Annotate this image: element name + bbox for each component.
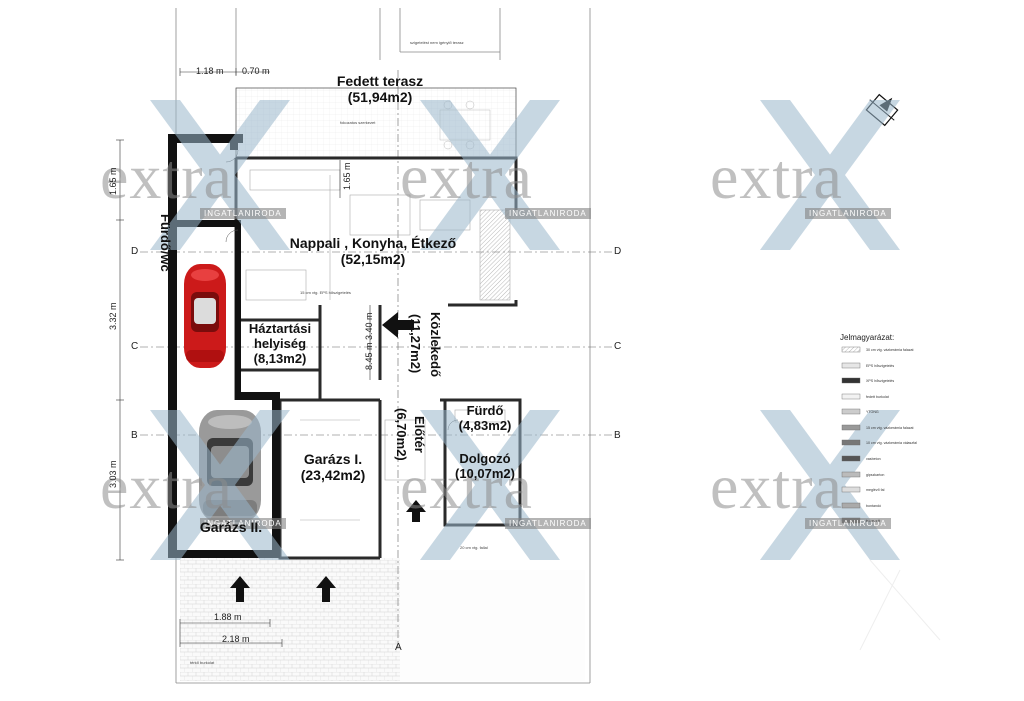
axis-label-c-right: C	[614, 341, 622, 352]
garage1-area-text: (23,42m2)	[300, 467, 366, 484]
watermark-text: extra	[100, 451, 233, 522]
legend-item: tervezett	[866, 519, 880, 523]
corridor-name: Közlekedő	[428, 312, 443, 378]
axis-label-b-left: B	[131, 430, 138, 441]
legend-item: 30 cm vtg. vázkerámia falazat	[866, 348, 914, 352]
bath-label: Fürdő (4,83m2)	[440, 403, 530, 434]
axis-label-d-left: D	[131, 246, 139, 257]
legend-item: meglévő fal	[866, 488, 885, 492]
paved-driveway	[180, 558, 400, 681]
corridor-label: Közlekedő (11,27m2)	[408, 310, 443, 410]
legend-item: vasbeton	[866, 457, 881, 461]
watermark-text: extra	[710, 141, 843, 212]
dim-top-mid: 0.70 m	[242, 66, 270, 76]
study-name: Dolgozó	[459, 451, 511, 466]
legend-item: bontandó	[866, 504, 881, 508]
watermark-text: extra	[400, 451, 533, 522]
paving-note: térkő burkolat	[190, 660, 215, 665]
dim-inner-lower: 8.45 m	[364, 342, 374, 370]
wall-note: 20 cm vtg. fallal	[460, 545, 488, 550]
red-car-icon	[184, 264, 226, 368]
dim-inner-upper: 1.65 m	[342, 162, 352, 190]
household-name-1: Háztartási	[248, 321, 312, 336]
household-name-2: helyiség	[253, 335, 307, 351]
legend-title: Jelmagyarázat:	[840, 333, 895, 342]
hall-label: Előtér (6,70m2)	[392, 408, 428, 498]
dim-top-left: 1.18 m	[196, 66, 224, 76]
garage2-label: Garázs II.	[186, 519, 276, 535]
axis-label-c-left: C	[131, 341, 139, 352]
corridor-area-text: (11,27m2)	[408, 314, 423, 374]
legend-item: gipszkarton	[866, 473, 885, 477]
legend-swatches	[841, 346, 861, 524]
floor-note: 15 cm vtg. EPS hőszigetelés	[300, 290, 351, 295]
wc-name: Fürdő/wc	[158, 214, 173, 272]
axis-label-d-right: D	[614, 246, 622, 257]
watermark-text: extra	[100, 141, 233, 212]
axis-label-a: A	[395, 642, 402, 653]
hall-area-text: (6,70m2)	[394, 408, 409, 461]
hall-name: Előtér	[412, 416, 427, 453]
wc-label: Fürdő/wc	[158, 150, 214, 272]
legend-item: fedett burkolat	[866, 395, 889, 399]
watermark-text: extra	[710, 451, 843, 522]
terrace-name: Fedett terasz	[336, 73, 424, 89]
watermark-sub: INGATLANIRODA	[805, 208, 891, 219]
garage2-name: Garázs II.	[199, 519, 263, 535]
axis-label-b-right: B	[614, 430, 621, 441]
kitchen-note: fokozatos szerkezet	[340, 120, 376, 125]
site-note: szigetelést nem igénylő terasz	[410, 40, 464, 45]
watermark-sub: INGATLANIRODA	[805, 518, 891, 529]
legend-item: XPS hőszigetelés	[866, 379, 895, 383]
legend-item: YTONG	[866, 410, 879, 414]
bath-name: Fürdő	[466, 403, 504, 418]
garage1-label: Garázs I. (23,42m2)	[288, 451, 378, 483]
household-label: Háztartási helyiség (8,13m2)	[240, 321, 320, 367]
legend-item: 15 cm vtg. vázkerámia falazat	[866, 426, 914, 430]
dim-inner-mid: 3.40 m	[364, 312, 374, 340]
dimension-lines	[116, 68, 371, 647]
study-label: Dolgozó (10,07m2)	[440, 451, 530, 482]
watermark-sub: INGATLANIRODA	[200, 208, 286, 219]
watermark-sub: INGATLANIRODA	[200, 518, 286, 529]
living-label: Nappali , Konyha, Étkező (52,15m2)	[258, 235, 488, 267]
dim-bottom-2: 2.18 m	[222, 634, 250, 644]
watermark-sub: INGATLANIRODA	[505, 518, 591, 529]
legend-item: EPS hőszigetelés	[866, 364, 895, 368]
legend-item: 10 cm vtg. vázkerámia válaszfal	[866, 441, 917, 445]
bath-area-text: (4,83m2)	[458, 417, 512, 433]
dim-left-upper: 1.65 m	[108, 167, 118, 195]
terrace-area-text: (51,94m2)	[347, 89, 413, 106]
entry-arrows	[230, 312, 426, 602]
terrace-label: Fedett terasz (51,94m2)	[310, 73, 450, 105]
garage1-name: Garázs I.	[303, 451, 363, 467]
living-name: Nappali , Konyha, Étkező	[289, 235, 457, 251]
dim-left-lower: 3.03 m	[108, 460, 118, 488]
watermark-text: extra	[400, 141, 533, 212]
living-area-text: (52,15m2)	[340, 251, 406, 268]
dim-left-mid: 3.32 m	[108, 302, 118, 330]
interior-details	[245, 169, 511, 521]
study-area-text: (10,07m2)	[455, 465, 515, 481]
faded-area	[859, 559, 941, 651]
household-area-text: (8,13m2)	[253, 350, 307, 366]
axis-lines	[140, 70, 612, 648]
dim-bottom-1: 1.88 m	[214, 612, 242, 622]
watermark-sub: INGATLANIRODA	[505, 208, 591, 219]
